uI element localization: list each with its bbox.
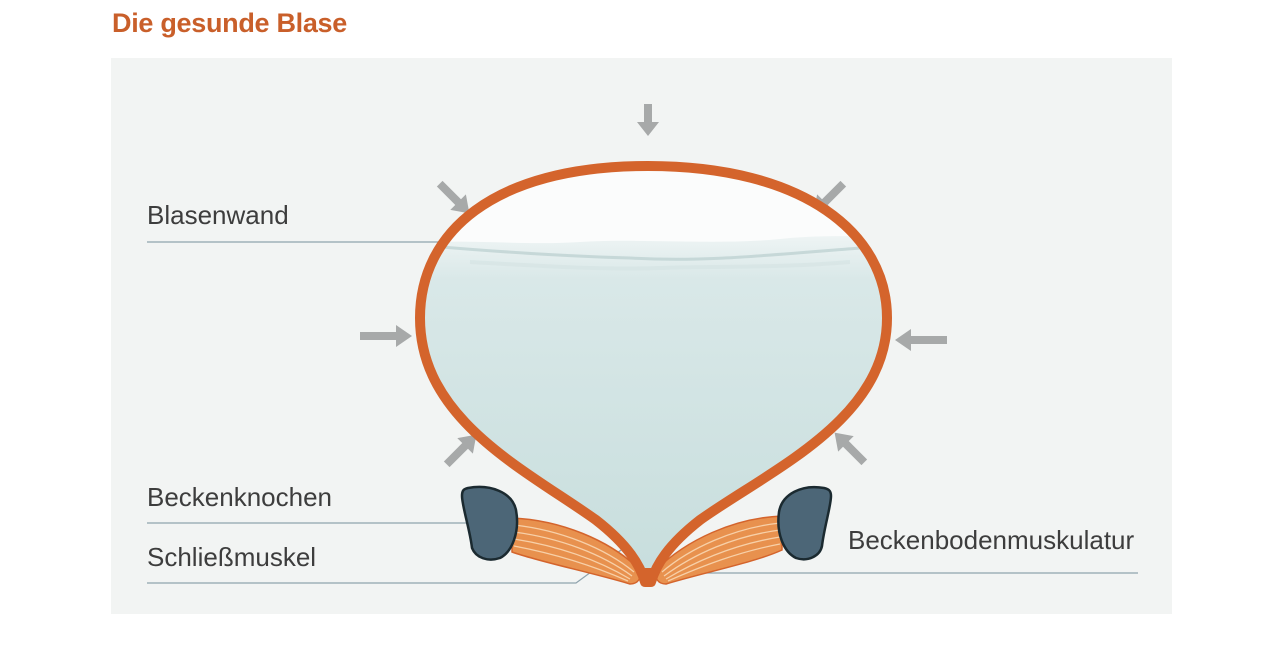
pelvic-floor-muscle-right <box>654 515 783 585</box>
pelvic-bone-label: Beckenknochen <box>147 482 333 512</box>
sphincter-muscle <box>640 568 656 586</box>
pressure-arrow-icon <box>436 180 470 214</box>
pelvic-bone-right <box>777 485 833 561</box>
sphincter-label: Schließmuskel <box>147 542 317 572</box>
pelvic-floor-label: Beckenbodenmuskulatur <box>848 525 1135 555</box>
pressure-arrow-icon <box>360 325 412 347</box>
pelvic-floor-muscle-left <box>511 517 642 585</box>
pressure-arrow-icon <box>443 434 477 468</box>
pressure-arrow-icon <box>834 432 868 466</box>
pressure-arrow-icon <box>637 104 659 136</box>
bladder-wall-label: Blasenwand <box>147 200 289 230</box>
pelvic-bone-left <box>460 485 519 561</box>
pressure-arrow-icon <box>895 329 947 351</box>
page-title: Die gesunde Blase <box>112 8 347 38</box>
